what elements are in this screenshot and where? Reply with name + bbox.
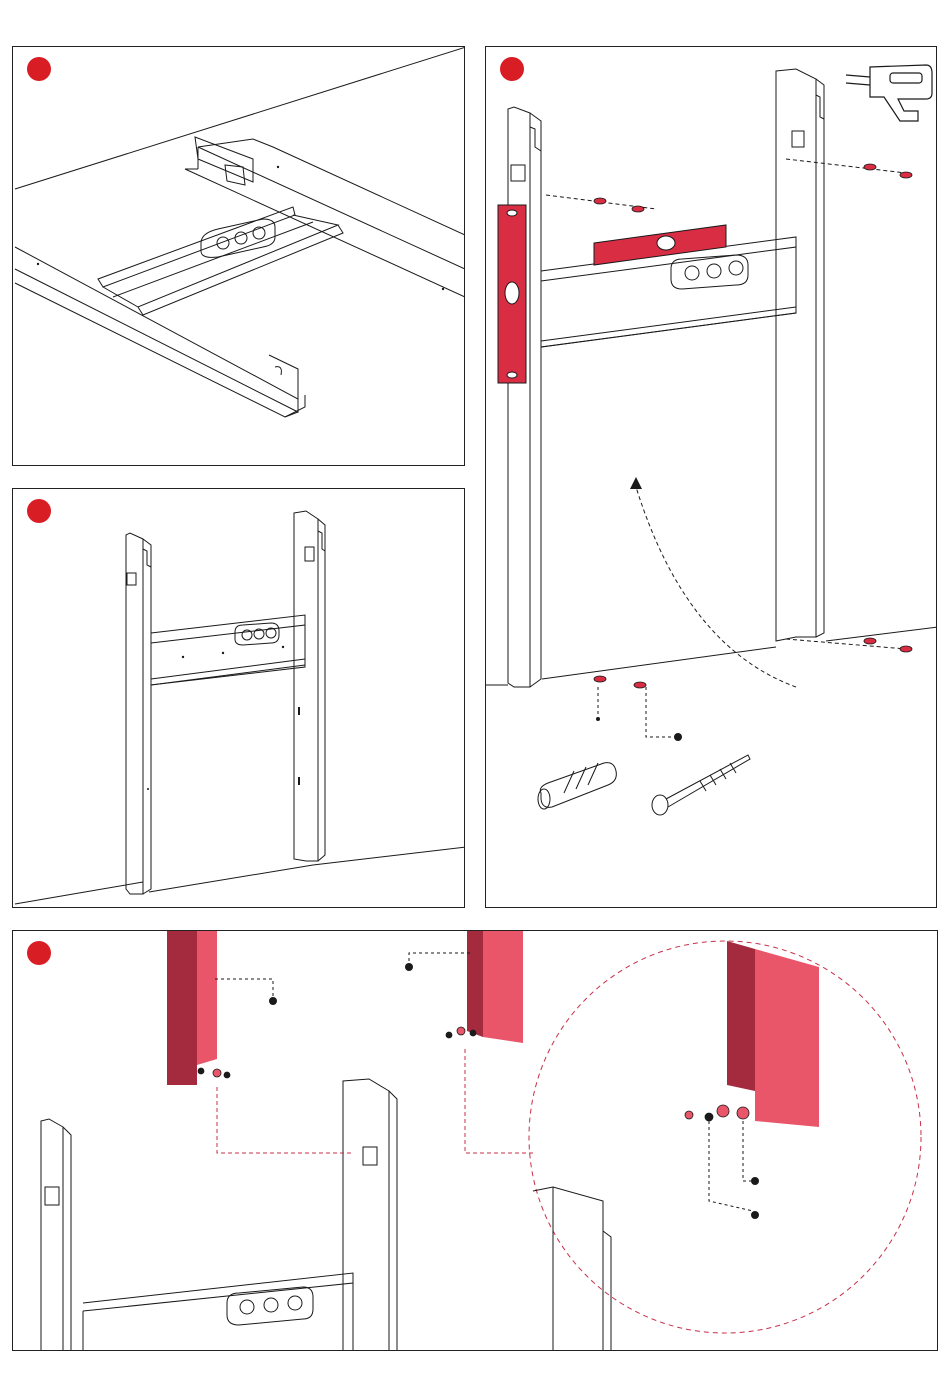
step-3-panel: [485, 46, 937, 908]
frame-mounting-illustration: [486, 47, 937, 908]
step-3-marker: [500, 57, 524, 81]
step-1-panel: [12, 46, 465, 466]
drill-icon: [846, 65, 932, 121]
step-4-panel: [12, 930, 938, 1351]
spirit-level-icon: [498, 205, 526, 383]
side-panel-left: [167, 931, 217, 1085]
step-2-panel: [12, 488, 465, 908]
side-panel-middle: [467, 931, 523, 1043]
frame-front-illustration: [13, 489, 465, 908]
step-1-marker: [27, 57, 51, 81]
side-panel-detail: [727, 941, 819, 1127]
ceiling-frame-illustration: [13, 47, 465, 466]
side-panel-attachment-illustration: [13, 931, 938, 1351]
step-4-marker: [27, 941, 51, 965]
step-2-marker: [27, 499, 51, 523]
